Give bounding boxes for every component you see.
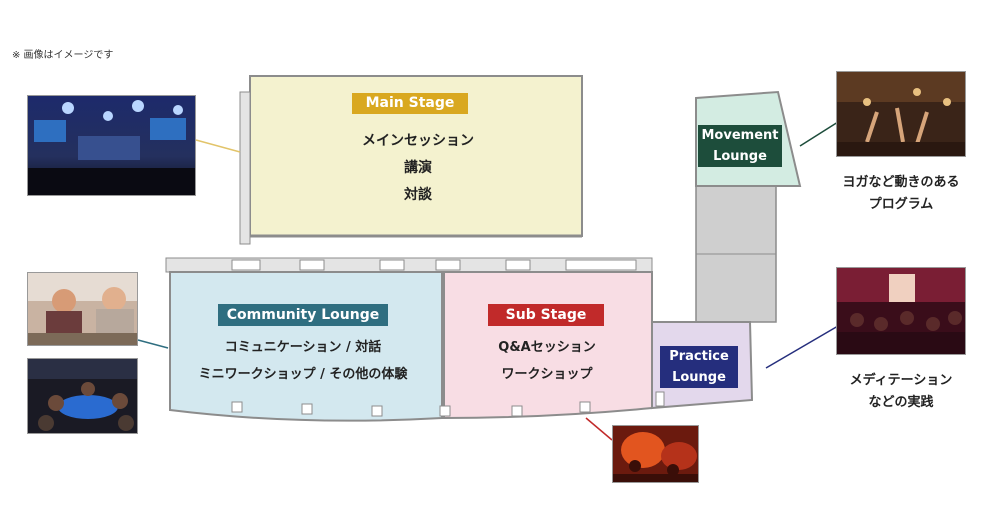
sub-connector <box>585 417 613 441</box>
movement-caption: ヨガなど動きのある プログラム <box>842 175 960 212</box>
main-stage-desc: メインセッション 講演 対談 <box>362 133 474 203</box>
image-note: ※ 画像はイメージです <box>12 50 114 61</box>
main-stage-photo <box>27 95 196 196</box>
community-photo-top <box>27 272 138 346</box>
community-lounge-tag: Community Lounge <box>218 304 388 326</box>
community-lounge-desc: コミュニケーション / 対話 ミニワークショップ / その他の体験 <box>198 340 408 382</box>
main-connector <box>195 139 241 153</box>
community-connector <box>137 339 169 349</box>
practice-caption: メディテーション などの実践 <box>849 373 953 410</box>
movement-photo <box>836 71 966 157</box>
practice-photo <box>836 267 966 355</box>
main-stage-tag: Main Stage <box>352 93 468 114</box>
sub-stage-desc: Q&Aセッション ワークショップ <box>498 340 596 382</box>
sub-stage-photo <box>612 425 699 483</box>
movement-lounge-tag: Movement Lounge <box>698 125 782 167</box>
practice-connector <box>765 325 839 369</box>
movement-connector <box>799 121 839 147</box>
practice-lounge-tag: Practice Lounge <box>660 346 738 388</box>
community-photo-bottom <box>27 358 138 434</box>
sub-stage-tag: Sub Stage <box>488 304 604 326</box>
